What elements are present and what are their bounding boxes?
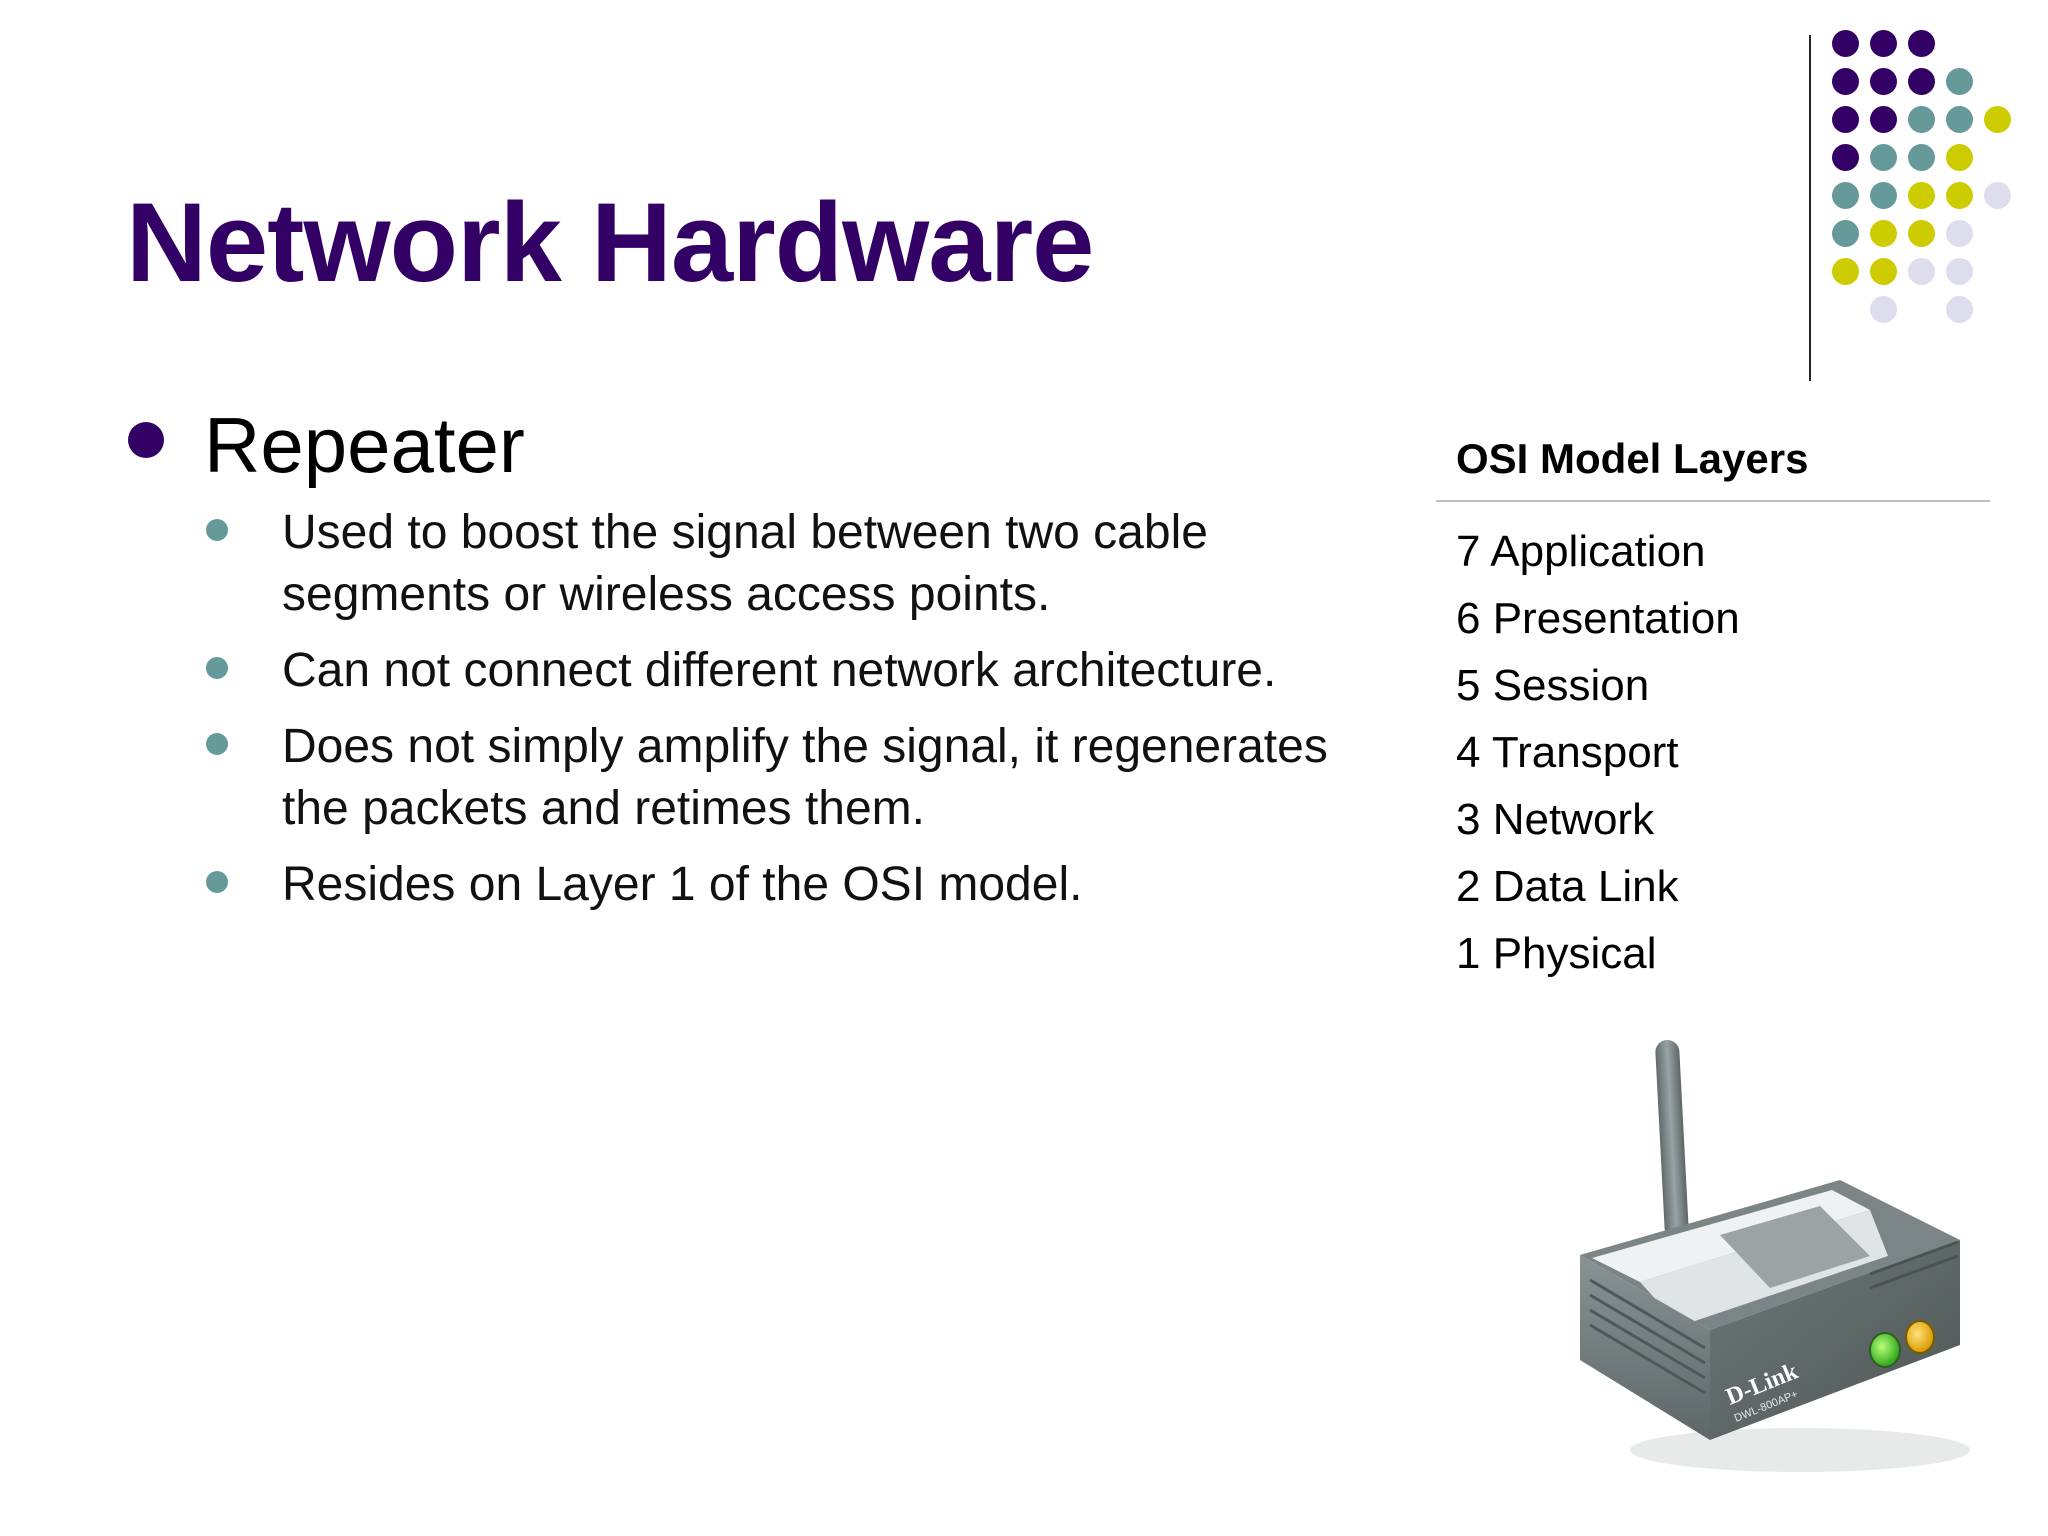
decorative-dot (1946, 182, 1973, 209)
decorative-dot (1832, 68, 1859, 95)
decorative-dot (1946, 296, 1973, 323)
sub-bullet-text: Can not connect different network archit… (282, 644, 1277, 697)
decorative-dot (1832, 106, 1859, 133)
decorative-dot (1832, 182, 1859, 209)
sub-bullet: Used to boost the signal between two cab… (126, 502, 1396, 626)
main-content: Repeater Used to boost the signal betwee… (126, 400, 1396, 930)
bullet-heading-text: Repeater (204, 401, 525, 489)
decorative-dot (1946, 258, 1973, 285)
decorative-dot (1832, 30, 1859, 57)
slide-title: Network Hardware (126, 180, 1094, 305)
decorative-dot (1832, 258, 1859, 285)
sub-bullet-text: Used to boost the signal between two cab… (282, 506, 1208, 621)
decorative-dot (1870, 144, 1897, 171)
osi-layer-list: 7 Application 6 Presentation 5 Session 4… (1436, 518, 1990, 987)
decorative-dot (1984, 106, 2011, 133)
decorative-dot (1832, 144, 1859, 171)
decorative-dot (1946, 144, 1973, 171)
sub-bullet: Resides on Layer 1 of the OSI model. (126, 854, 1396, 916)
sub-bullet-text: Resides on Layer 1 of the OSI model. (282, 858, 1083, 911)
decorative-dot (1870, 106, 1897, 133)
sub-bullet-text: Does not simply amplify the signal, it r… (282, 720, 1328, 835)
osi-layer-item: 4 Transport (1456, 728, 1679, 777)
osi-heading-rule (1436, 500, 1990, 502)
divider-line (1809, 35, 1811, 381)
decorative-dot (1870, 220, 1897, 247)
sub-bullet-dot-icon (206, 871, 228, 893)
decorative-dot (1908, 144, 1935, 171)
decorative-dot (1984, 182, 2011, 209)
sub-bullet: Can not connect different network archit… (126, 640, 1396, 702)
decorative-dot (1870, 30, 1897, 57)
osi-layer-item: 1 Physical (1456, 929, 1657, 978)
sub-bullet: Does not simply amplify the signal, it r… (126, 716, 1396, 840)
decorative-dot (1870, 296, 1897, 323)
bullet-heading: Repeater (126, 400, 1396, 490)
decorative-dot (1946, 106, 1973, 133)
decorative-dot (1908, 258, 1935, 285)
decorative-dot (1946, 220, 1973, 247)
decorative-dot (1908, 106, 1935, 133)
sub-bullet-dot-icon (206, 519, 228, 541)
osi-layers-panel: OSI Model Layers 7 Application 6 Present… (1436, 420, 1990, 987)
osi-layer-item: 3 Network (1456, 795, 1655, 844)
osi-layer-item: 6 Presentation (1456, 594, 1740, 643)
decorative-dot (1908, 30, 1935, 57)
decorative-dot (1946, 68, 1973, 95)
decorative-dot (1908, 68, 1935, 95)
decorative-dot (1908, 182, 1935, 209)
decorative-dot (1870, 182, 1897, 209)
decorative-dot (1870, 68, 1897, 95)
sub-bullet-dot-icon (206, 657, 228, 679)
osi-layer-item: 5 Session (1456, 661, 1650, 710)
router-icon: D-Link DWL-800AP+ (1580, 1040, 1970, 1472)
sub-bullet-dot-icon (206, 733, 228, 755)
decorative-dot (1832, 220, 1859, 247)
osi-layer-item: 7 Application (1456, 527, 1706, 576)
decorative-dot-grid (1832, 30, 2032, 340)
bullet-dot-icon (128, 422, 164, 458)
osi-layer-item: 2 Data Link (1456, 862, 1679, 911)
wireless-repeater-image: D-Link DWL-800AP+ (1570, 1030, 1990, 1480)
decorative-dot (1870, 258, 1897, 285)
decorative-dot (1908, 220, 1935, 247)
osi-heading: OSI Model Layers (1456, 435, 1809, 482)
sub-bullet-list: Used to boost the signal between two cab… (126, 502, 1396, 916)
